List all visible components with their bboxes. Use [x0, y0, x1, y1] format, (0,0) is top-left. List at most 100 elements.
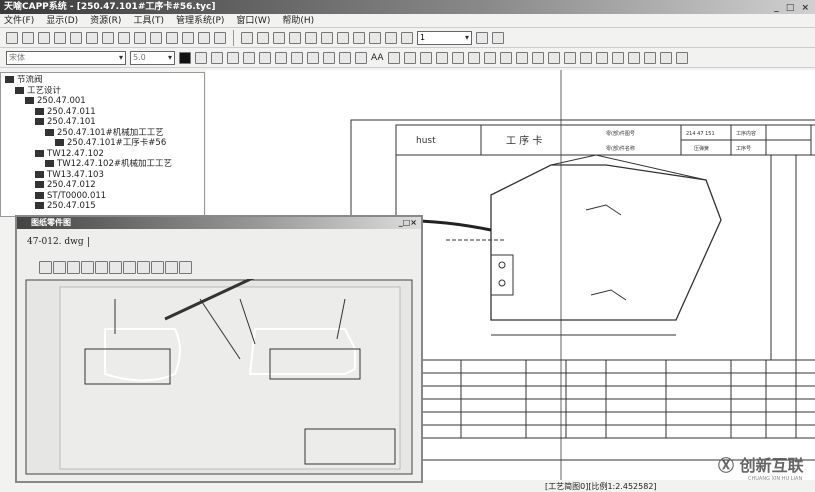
tree-item[interactable]: 250.47.015: [5, 201, 200, 212]
font-scale-button[interactable]: AA: [371, 52, 384, 63]
new-icon[interactable]: [6, 31, 18, 44]
help-icon[interactable]: [198, 31, 210, 44]
menu-help[interactable]: 帮助(H): [282, 16, 315, 26]
zoom-in-icon[interactable]: [273, 31, 285, 44]
format-tool-14-icon[interactable]: [435, 51, 448, 64]
menu-management[interactable]: 管理系统(P): [175, 16, 225, 26]
node-icon: [35, 118, 44, 125]
format-tool-11-icon[interactable]: [387, 51, 400, 64]
first-icon[interactable]: [385, 31, 397, 44]
format-tool-5-icon[interactable]: [275, 51, 287, 64]
format-tool-27-icon[interactable]: [643, 51, 656, 64]
insert-icon[interactable]: [166, 31, 178, 44]
tree-item[interactable]: 250.47.101#机械加工工艺: [5, 128, 200, 139]
menu-window[interactable]: 窗口(W): [236, 16, 271, 26]
pan-icon[interactable]: [109, 261, 122, 274]
context-help-icon[interactable]: [214, 31, 226, 44]
format-tool-12-icon[interactable]: [403, 51, 416, 64]
zoom-fit-icon[interactable]: [241, 31, 253, 44]
tree-item[interactable]: 250.47.012: [5, 180, 200, 191]
layer-icon[interactable]: [165, 261, 178, 274]
next-icon[interactable]: [369, 31, 381, 44]
font-select[interactable]: 宋体: [6, 50, 126, 65]
menu-view[interactable]: 显示(D): [46, 16, 79, 26]
open-icon[interactable]: [22, 31, 34, 44]
menu-resource[interactable]: 资源(R): [90, 16, 122, 26]
view-icon[interactable]: [150, 31, 162, 44]
window-controls[interactable]: _ □ ×: [774, 3, 811, 13]
last-icon[interactable]: [492, 31, 504, 44]
zoom-window-icon[interactable]: [257, 31, 269, 44]
zoom-in-icon[interactable]: [67, 261, 80, 274]
format-tool-15-icon[interactable]: [451, 51, 464, 64]
save-icon[interactable]: [38, 31, 50, 44]
tree-item[interactable]: ST/T0000.011: [5, 191, 200, 202]
window-title: 天喻CAPP系统 - [250.47.101#工序卡#56.tyc]: [4, 2, 216, 12]
tree-item[interactable]: TW13.47.103: [5, 170, 200, 181]
format-tool-19-icon[interactable]: [515, 51, 528, 64]
print-icon[interactable]: [86, 31, 98, 44]
tree-item[interactable]: 250.47.101#工序卡#56: [5, 138, 200, 149]
back-icon[interactable]: [401, 31, 413, 44]
menu-tools[interactable]: 工具(T): [133, 16, 164, 26]
redo-icon[interactable]: [118, 31, 130, 44]
part-drawing-preview: [25, 279, 413, 475]
print-icon[interactable]: [179, 261, 192, 274]
node-icon: [45, 160, 54, 167]
zoom-query-icon[interactable]: [321, 31, 333, 44]
format-tool-24-icon[interactable]: [595, 51, 608, 64]
format-tool-29-icon[interactable]: [675, 51, 688, 64]
cut-icon[interactable]: [54, 31, 66, 44]
table-icon[interactable]: [134, 31, 146, 44]
tab-drawing-file[interactable]: 47-012. dwg: [27, 237, 89, 247]
format-tool-23-icon[interactable]: [579, 51, 592, 64]
menu-file[interactable]: 文件(F): [4, 16, 35, 26]
font-size-select[interactable]: 5.0: [130, 50, 175, 65]
format-tool-21-icon[interactable]: [547, 51, 560, 64]
format-tool-22-icon[interactable]: [563, 51, 576, 64]
format-tool-3-icon[interactable]: [243, 51, 255, 64]
tree-item[interactable]: TW12.47.102#机械加工工艺: [5, 159, 200, 170]
format-tool-0-icon[interactable]: [195, 51, 207, 64]
prev-icon[interactable]: [353, 31, 365, 44]
format-tool-16-icon[interactable]: [467, 51, 480, 64]
tree-item[interactable]: 250.47.011: [5, 107, 200, 118]
zoom-out-icon[interactable]: [289, 31, 301, 44]
format-tool-13-icon[interactable]: [419, 51, 432, 64]
print-preview-icon[interactable]: [182, 31, 194, 44]
popup-controls[interactable]: _□×: [398, 218, 417, 227]
format-tool-4-icon[interactable]: [259, 51, 271, 64]
tree-item[interactable]: TW12.47.102: [5, 149, 200, 160]
measure-icon[interactable]: [123, 261, 136, 274]
format-tool-20-icon[interactable]: [531, 51, 544, 64]
zoom-query-icon[interactable]: [95, 261, 108, 274]
tree-item[interactable]: 节流阀: [5, 75, 200, 86]
zoom-out-icon[interactable]: [81, 261, 94, 274]
format-tool-1-icon[interactable]: [211, 51, 223, 64]
format-tool-10-icon[interactable]: [355, 51, 367, 64]
tree-item[interactable]: 250.47.101: [5, 117, 200, 128]
copy-icon[interactable]: [70, 31, 82, 44]
format-tool-6-icon[interactable]: [291, 51, 303, 64]
refresh-icon[interactable]: [337, 31, 349, 44]
color-icon[interactable]: [179, 51, 191, 64]
format-tool-28-icon[interactable]: [659, 51, 672, 64]
format-tool-25-icon[interactable]: [611, 51, 624, 64]
format-tool-9-icon[interactable]: [339, 51, 351, 64]
page-select[interactable]: 1: [417, 30, 472, 45]
pan-icon[interactable]: [305, 31, 317, 44]
tree-item[interactable]: 250.47.001: [5, 96, 200, 107]
next-icon[interactable]: [151, 261, 164, 274]
format-tool-18-icon[interactable]: [499, 51, 512, 64]
undo-icon[interactable]: [102, 31, 114, 44]
prev-icon[interactable]: [137, 261, 150, 274]
tree-item[interactable]: 工艺设计: [5, 86, 200, 97]
format-tool-26-icon[interactable]: [627, 51, 640, 64]
format-tool-8-icon[interactable]: [323, 51, 335, 64]
window-icon[interactable]: [53, 261, 66, 274]
format-tool-7-icon[interactable]: [307, 51, 319, 64]
format-tool-2-icon[interactable]: [227, 51, 239, 64]
fit-icon[interactable]: [39, 261, 52, 274]
format-tool-17-icon[interactable]: [483, 51, 496, 64]
forward-icon[interactable]: [476, 31, 488, 44]
